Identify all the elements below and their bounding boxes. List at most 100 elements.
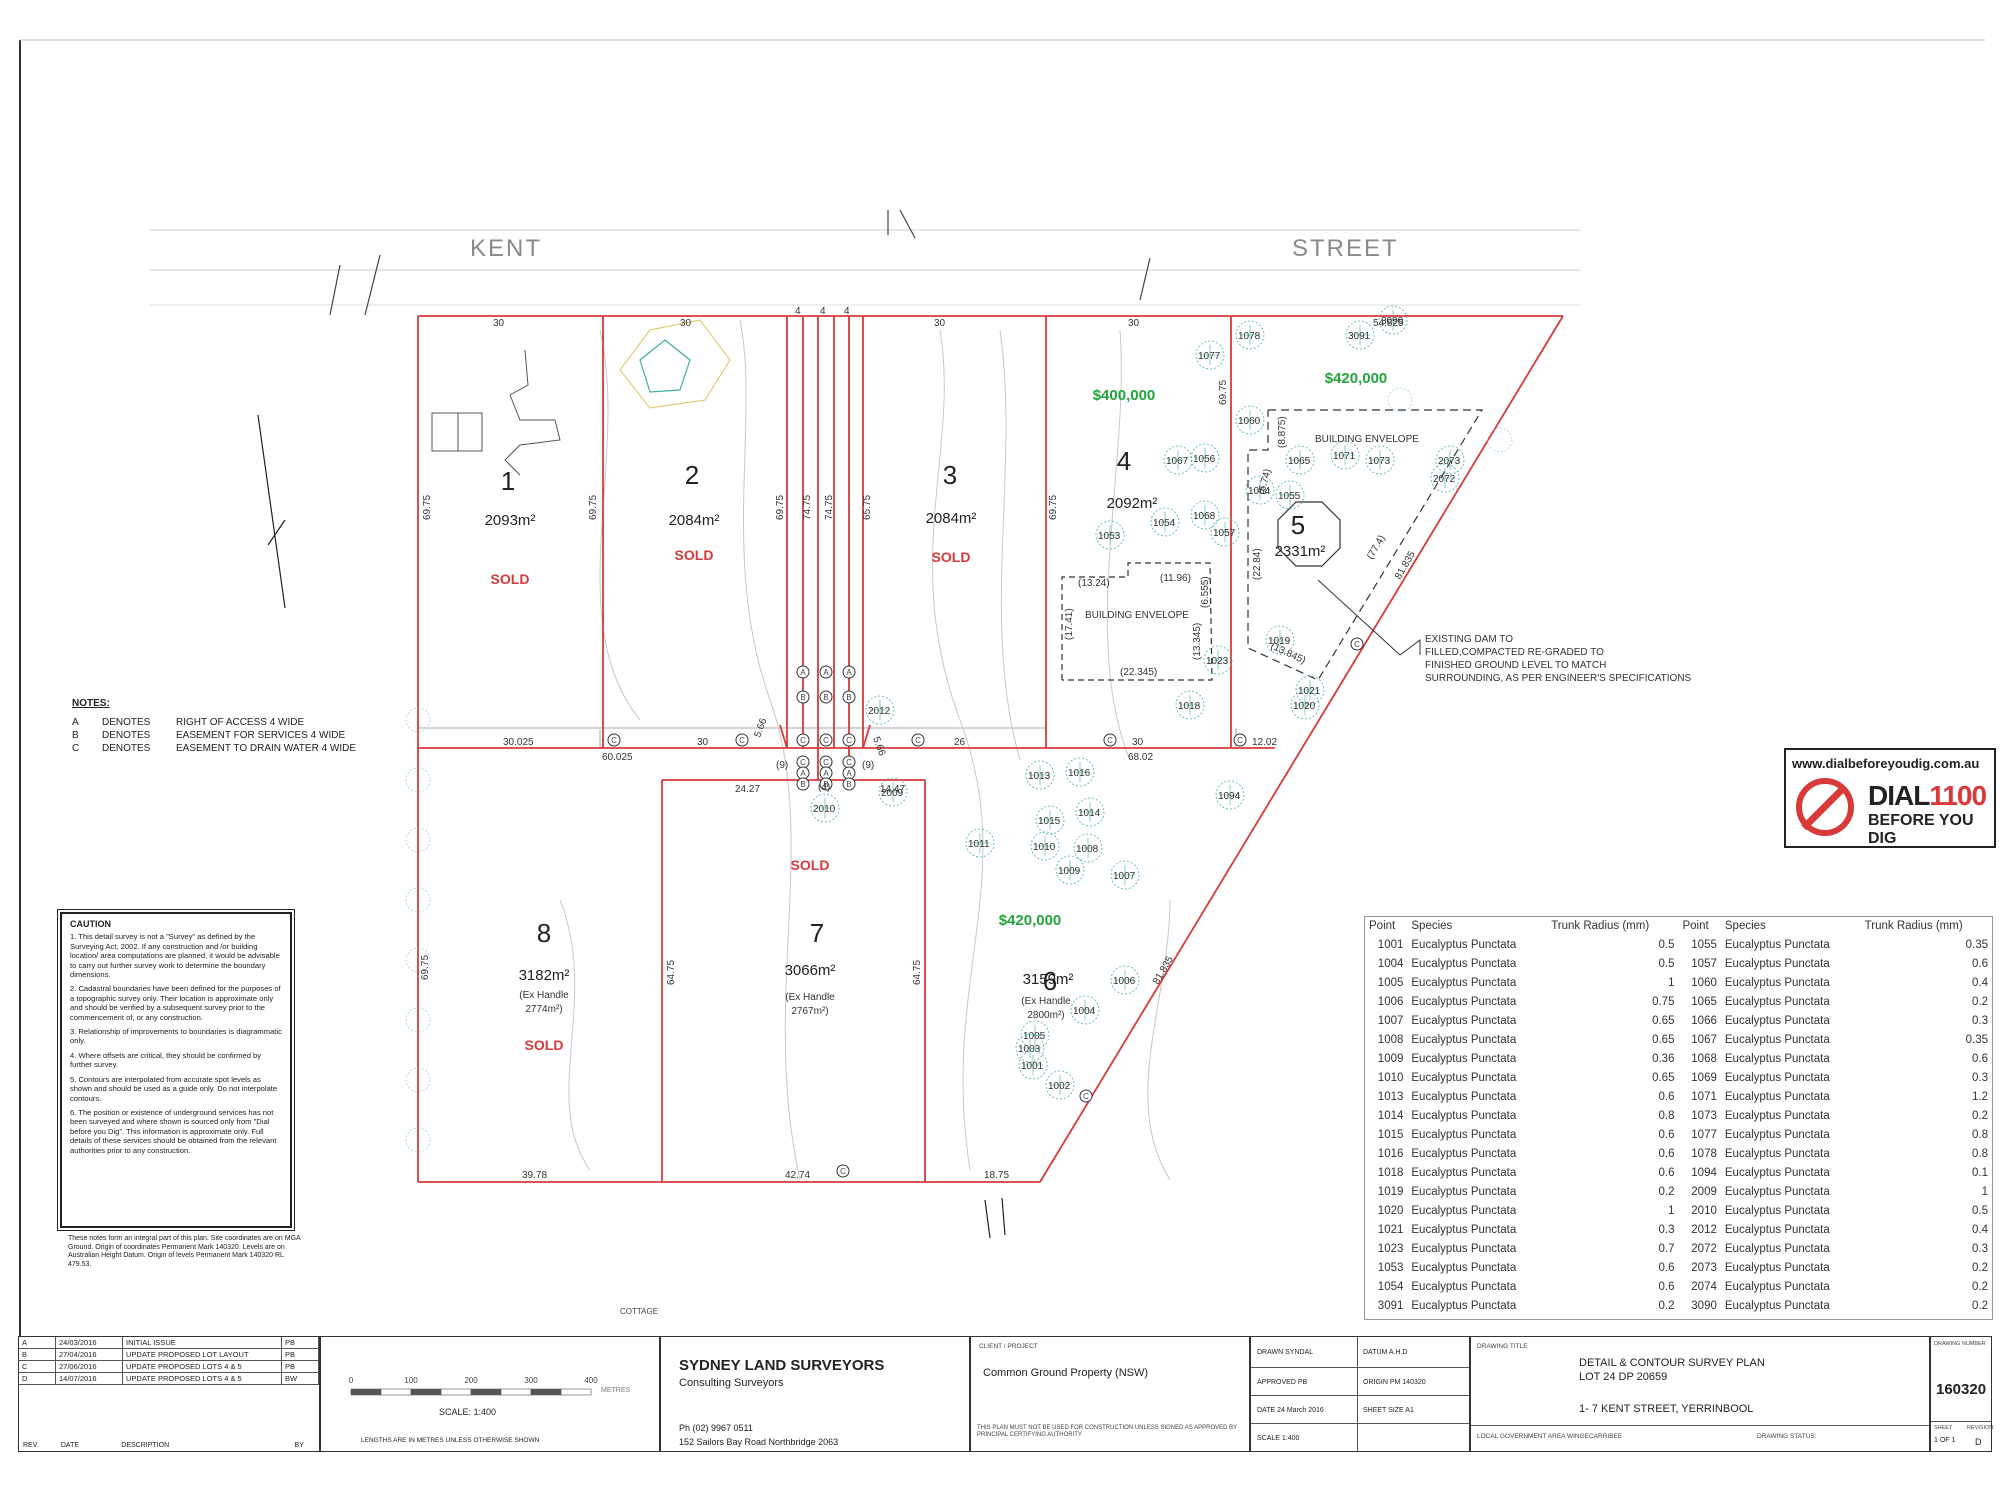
tree-table-cell: 0.6: [1658, 1090, 1675, 1103]
easement-marker-letter: B: [800, 693, 805, 702]
dim-side-lot1-right: 69.75: [588, 495, 599, 520]
tree-table-cell: 0.65: [1652, 1071, 1675, 1084]
datum: DATUM A.H.D: [1363, 1349, 1408, 1356]
scale-tick: 300: [524, 1376, 538, 1385]
easement-marker: [911, 733, 925, 747]
tree-table-cell: Eucalyptus Punctata: [1724, 1280, 1830, 1293]
tree-point-label: 1056: [1193, 454, 1216, 465]
tree-table-cell: 0.2: [1658, 1185, 1675, 1198]
dim-side-lot3-left: 65.75: [862, 495, 873, 520]
tree-table-cell: 1068: [1691, 1052, 1717, 1065]
tree-icon: 1055: [1275, 480, 1305, 510]
tree-point-label: 3090: [1381, 316, 1404, 327]
tree-point-label: 2072: [1433, 474, 1456, 485]
tree-table-cell: 0.6: [1972, 1052, 1988, 1065]
dim-bottom-lot7: 42.74: [785, 1170, 810, 1181]
tree-table-cell: Eucalyptus Punctata: [1411, 1242, 1517, 1255]
tree-point-label: 1001: [1021, 1061, 1044, 1072]
easement-marker-letter: C: [800, 758, 806, 767]
tree-icon: [405, 887, 431, 913]
drawing-title-caption: DRAWING TITLE: [1477, 1343, 1528, 1350]
tree-table-cell: 1013: [1377, 1090, 1404, 1103]
tree-table-cell: Eucalyptus Punctata: [1411, 1052, 1517, 1065]
dim-mid-lot8: 60.025: [602, 752, 633, 763]
envelope-lot4-dim: (6.555): [1200, 576, 1211, 608]
revision-cell: UPDATE PROPOSED LOTS 4 & 5: [122, 1360, 282, 1373]
tree-icon: 1001: [1018, 1050, 1048, 1080]
tree-table-cell: 0.36: [1652, 1052, 1675, 1065]
tree-table-cell: Eucalyptus Punctata: [1411, 1280, 1517, 1293]
tree-table-cell: 1.2: [1972, 1090, 1988, 1103]
dim-handle-width: (4): [818, 782, 830, 793]
tree-table-cell: 1021: [1377, 1223, 1404, 1236]
tree-icon: [405, 767, 431, 793]
caution-box: CAUTION 1. This detail survey is not a "…: [57, 909, 295, 1231]
tree-icon: 1067: [1163, 445, 1193, 475]
tree-icon: 1071: [1330, 440, 1360, 470]
tree-table-cell: 1067: [1691, 1033, 1717, 1046]
lot-note-line: 2800m²): [1027, 1010, 1064, 1021]
tree-table-cell: 0.6: [1972, 957, 1988, 970]
tree-point-label: 1003: [1018, 1044, 1041, 1055]
tree-table-cell: Eucalyptus Punctata: [1724, 995, 1830, 1008]
tree-point-label: 1019: [1268, 636, 1291, 647]
lot-price: $420,000: [1325, 370, 1388, 387]
dim-mid-lot3: 26: [954, 737, 966, 748]
tree-icon: 2072: [1430, 463, 1460, 493]
tree-icon: 1073: [1365, 445, 1395, 475]
revision-cell: 24/03/2016: [55, 1337, 123, 1349]
dbyd-sub: BEFORE YOU DIG: [1868, 812, 1974, 847]
easement-marker-letter: C: [846, 758, 852, 767]
tree-point-label: 1020: [1293, 701, 1316, 712]
street-name-right: STREET: [1292, 235, 1399, 262]
tree-table-cell: Eucalyptus Punctata: [1724, 1299, 1830, 1312]
dim-lot7-top-right: 14.47: [880, 784, 905, 795]
tree-icon: 1065: [1285, 445, 1315, 475]
tree-table-cell: Eucalyptus Punctata: [1411, 1204, 1517, 1217]
tree-point-label: 1004: [1073, 1006, 1096, 1017]
drawing-title-block: DRAWING TITLE DETAIL & CONTOUR SURVEY PL…: [1470, 1336, 1930, 1452]
dim-mid-lot4: 30: [1132, 737, 1144, 748]
lot-status: SOLD: [491, 571, 530, 587]
revision-header: BY: [294, 1442, 304, 1449]
tree-point-label: 1008: [1076, 844, 1099, 855]
scale-segment: [440, 1388, 472, 1396]
tree-icon: 2009: [878, 777, 908, 807]
sheet-size: SHEET SIZE A1: [1363, 1407, 1414, 1414]
easement-marker: [735, 733, 749, 747]
tree-table-cell: 1019: [1377, 1185, 1404, 1198]
tree-table-cell: 0.3: [1972, 1242, 1988, 1255]
tree-table-cell: 0.2: [1972, 1261, 1988, 1274]
lot-number: 3: [943, 460, 957, 490]
tree-table-cell: Eucalyptus Punctata: [1724, 976, 1830, 989]
drawing-scale: SCALE 1:400: [1257, 1435, 1300, 1442]
tree-table-header: Trunk Radius (mm): [1864, 920, 1963, 932]
tree-icon: 1016: [1065, 757, 1095, 787]
dbyd-dial: DIAL1100: [1868, 780, 1987, 811]
dim-side-lot4-right: 69.75: [1218, 380, 1229, 405]
tree-table-cell: 0.35: [1965, 1033, 1988, 1046]
easement-marker-letter: A: [846, 668, 852, 677]
tree-point-label: 1023: [1206, 656, 1229, 667]
tree-icon: [405, 1067, 431, 1093]
easement-marker-letter: C: [915, 736, 921, 745]
lot-status: SOLD: [675, 547, 714, 563]
lot-area: 2093m²: [485, 512, 536, 529]
scale-segment: [470, 1388, 502, 1396]
tree-table-cell: 0.3: [1658, 1223, 1675, 1236]
tree-point-label: 1065: [1288, 456, 1311, 467]
dim-mid-lot6: 68.02: [1128, 752, 1153, 763]
revision-cell: UPDATE PROPOSED LOTS 4 & 5: [122, 1372, 282, 1385]
easement-marker: [842, 665, 856, 679]
note-d: DENOTES: [102, 743, 151, 754]
dim-top-lot1: 30: [493, 318, 505, 329]
tree-icon: 1015: [1035, 805, 1065, 835]
